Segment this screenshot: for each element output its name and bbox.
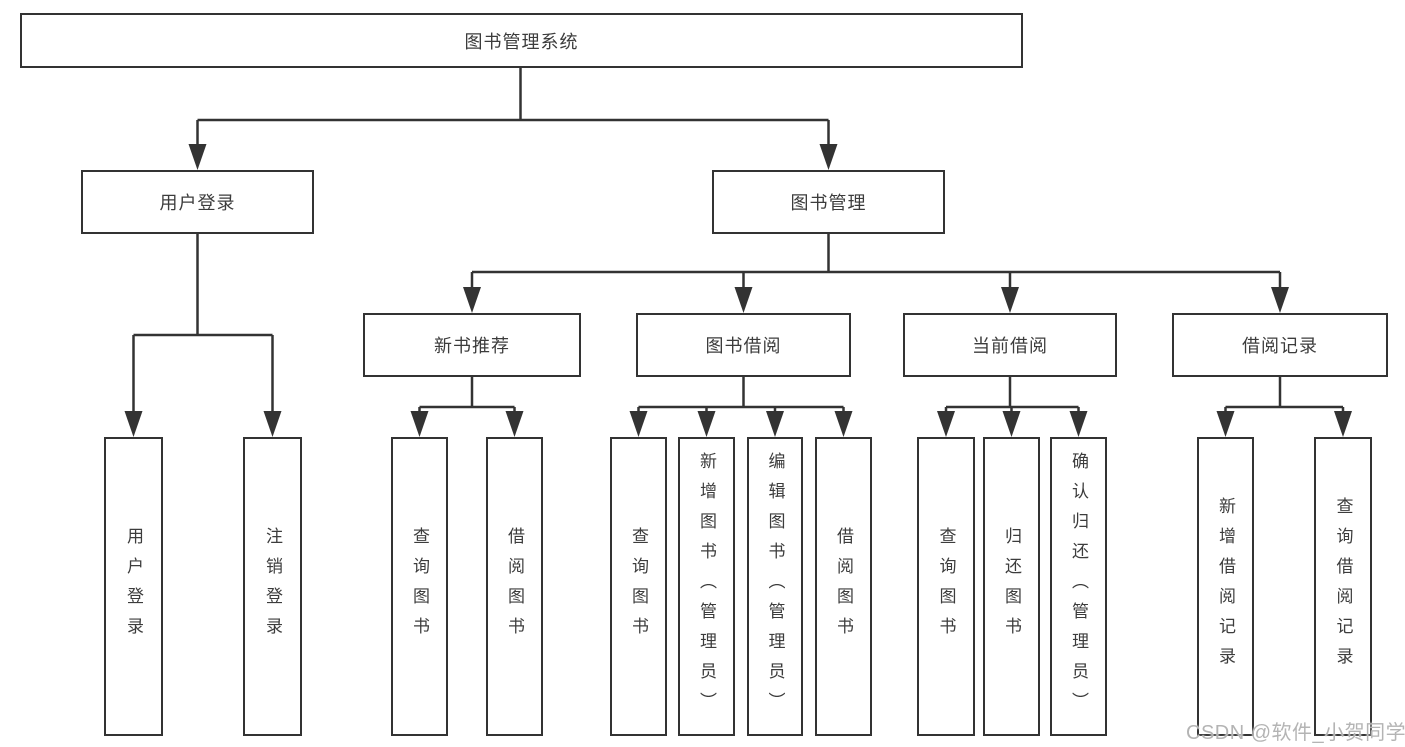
- leaf-borrow-borrow-books-label: 借阅图书: [834, 526, 853, 647]
- leaf-borrow-add-books-admin: 新增图书（管理员）: [678, 437, 735, 736]
- leaf-current-query-books: 查询图书: [917, 437, 975, 736]
- leaf-recommend-borrow-books: 借阅图书: [486, 437, 543, 736]
- leaf-logout: 注销登录: [243, 437, 302, 736]
- leaf-records-add-record-label: 新增借阅记录: [1216, 496, 1235, 677]
- leaf-user-login: 用户登录: [104, 437, 163, 736]
- leaf-current-return-books: 归还图书: [983, 437, 1040, 736]
- connector-records-to-leaves: [1216, 377, 1352, 437]
- leaf-borrow-query-books: 查询图书: [610, 437, 667, 736]
- connector-borrow-to-leaves: [629, 377, 853, 437]
- watermark: CSDN @软件_小贺同学: [1186, 722, 1405, 744]
- node-user-login-label: 用户登录: [159, 193, 236, 213]
- leaf-borrow-edit-books-admin-label: 编辑图书（管理员）: [765, 451, 785, 722]
- node-root: 图书管理系统: [20, 13, 1023, 68]
- node-new-book-recommend-label: 新书推荐: [434, 336, 510, 356]
- node-current-borrow-label: 当前借阅: [972, 336, 1048, 356]
- leaf-user-login-label: 用户登录: [124, 526, 143, 647]
- node-book-management-label: 图书管理: [790, 193, 867, 213]
- node-book-borrow-label: 图书借阅: [705, 336, 782, 356]
- node-borrow-records-label: 借阅记录: [1242, 336, 1318, 356]
- node-current-borrow: 当前借阅: [903, 313, 1117, 377]
- node-book-borrow: 图书借阅: [636, 313, 851, 377]
- leaf-records-query-record-label: 查询借阅记录: [1333, 496, 1353, 677]
- node-new-book-recommend: 新书推荐: [363, 313, 581, 377]
- node-book-management: 图书管理: [712, 170, 945, 234]
- leaf-records-add-record: 新增借阅记录: [1197, 437, 1254, 736]
- leaf-records-query-record: 查询借阅记录: [1314, 437, 1372, 736]
- leaf-current-confirm-return-admin-label: 确认归还（管理员）: [1069, 451, 1088, 722]
- leaf-borrow-edit-books-admin: 编辑图书（管理员）: [747, 437, 803, 736]
- leaf-borrow-borrow-books: 借阅图书: [815, 437, 872, 736]
- leaf-current-confirm-return-admin: 确认归还（管理员）: [1050, 437, 1107, 736]
- connector-root-to-level2: [188, 68, 838, 170]
- leaf-recommend-query-books-label: 查询图书: [410, 526, 429, 647]
- leaf-current-query-books-label: 查询图书: [936, 526, 956, 647]
- leaf-recommend-borrow-books-label: 借阅图书: [505, 526, 524, 647]
- connector-recommend-to-leaves: [410, 377, 524, 437]
- node-borrow-records: 借阅记录: [1172, 313, 1388, 377]
- leaf-borrow-add-books-admin-label: 新增图书（管理员）: [697, 451, 716, 722]
- leaf-current-return-books-label: 归还图书: [1002, 526, 1021, 647]
- leaf-logout-label: 注销登录: [263, 526, 282, 647]
- node-root-label: 图书管理系统: [464, 31, 579, 52]
- leaf-recommend-query-books: 查询图书: [391, 437, 448, 736]
- connector-login-to-leaves: [124, 234, 282, 437]
- connector-current-to-leaves: [937, 377, 1088, 437]
- leaf-borrow-query-books-label: 查询图书: [629, 526, 648, 647]
- node-user-login: 用户登录: [81, 170, 314, 234]
- connector-mgmt-to-level3: [463, 234, 1289, 313]
